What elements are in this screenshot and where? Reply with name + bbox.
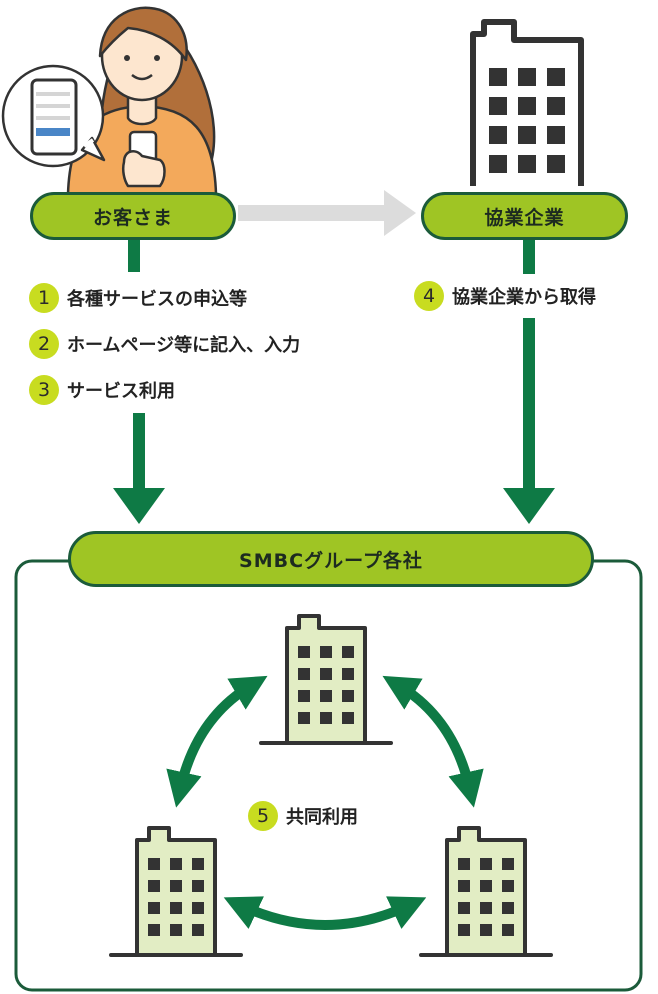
step-label: 共同利用 [286,807,358,828]
step-number-badge: 3 [29,375,59,405]
step-number-badge: 5 [248,801,278,831]
step-label: 各種サービスの申込等 [67,289,247,310]
step-label: ホームページ等に記入、入力 [67,335,301,356]
step-2: 2 ホームページ等に記入、入力 [29,328,300,360]
woman-with-smartphone-icon [66,6,218,196]
customer-node-label: お客さま [92,206,173,229]
partner-node: 協業企業 [421,192,628,240]
customer-node: お客さま [30,192,236,240]
step-number-badge: 1 [29,283,59,313]
customer-to-partner-arrow [238,190,416,236]
step-5: 5 共同利用 [248,800,358,832]
step-3: 3 サービス利用 [29,374,175,406]
step-number-badge: 2 [29,329,59,359]
partner-node-label: 協業企業 [484,206,565,229]
step-label: 協業企業から取得 [452,287,596,308]
customer-to-group-arrow [113,238,165,524]
step-1: 1 各種サービスの申込等 [29,282,247,314]
office-building-icon [470,19,584,186]
cycle-arrow-top-left [166,675,268,808]
group-node-label: SMBCグループ各社 [239,549,423,572]
step-number-badge: 4 [414,281,444,311]
smartphone-bubble-icon [1,64,106,168]
cycle-arrow-bottom [223,896,427,930]
partner-to-group-arrow [503,238,555,524]
group-node: SMBCグループ各社 [68,531,594,587]
step-4: 4 協業企業から取得 [414,280,596,312]
step-label: サービス利用 [67,381,175,402]
cycle-arrow-top-right [382,675,484,808]
